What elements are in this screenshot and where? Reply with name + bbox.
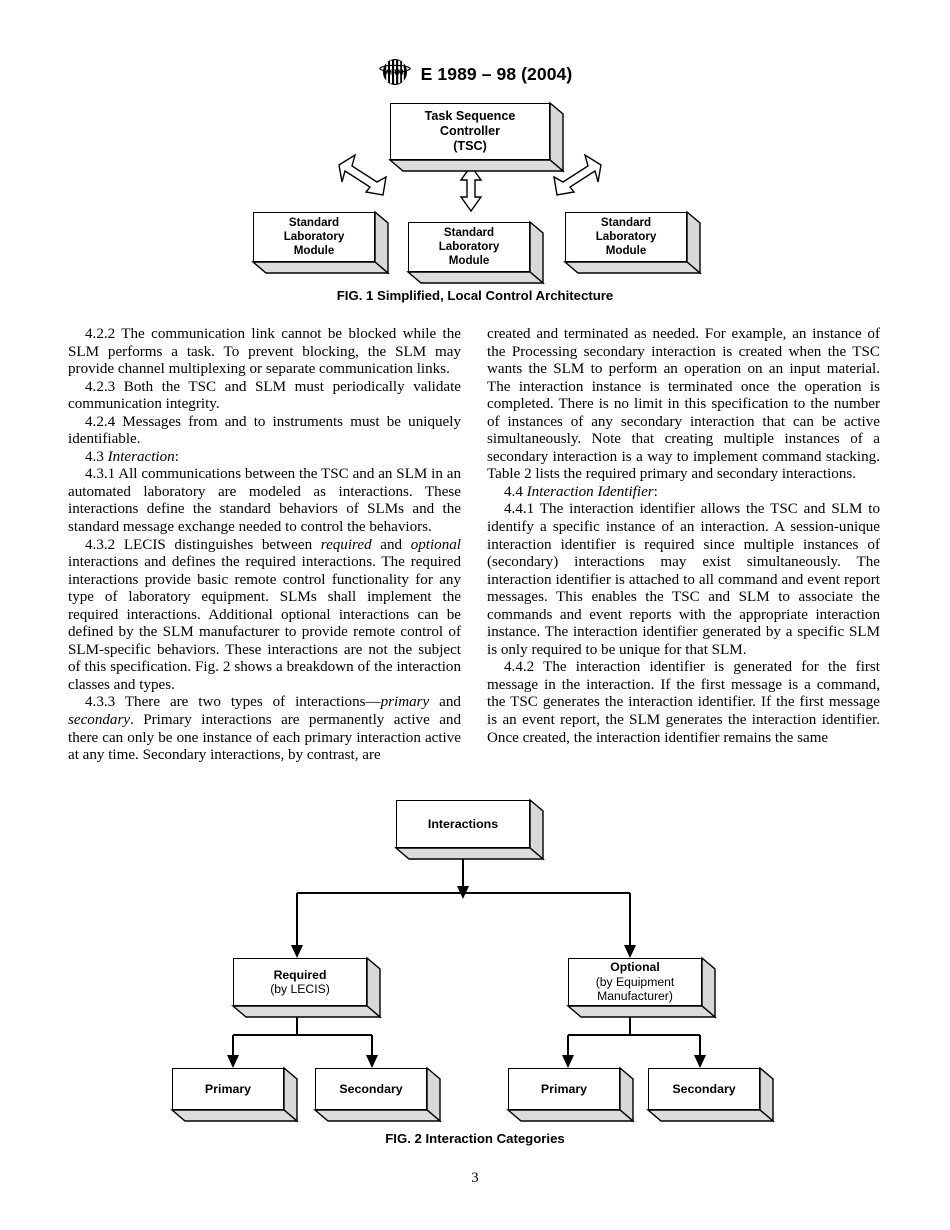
box-required-secondary-face: Secondary xyxy=(315,1068,427,1110)
box-required-face: Required (by LECIS) xyxy=(233,958,367,1006)
paragraph-4-4-heading: 4.4 Interaction Identifier: xyxy=(487,484,880,502)
box-required-sublabel: (by LECIS) xyxy=(270,982,330,996)
paragraph-4-3-3-part-c: . Primary interactions are permanently a… xyxy=(68,712,461,764)
box-optional-primary-label: Primary xyxy=(540,1081,588,1096)
arrow-tsc-to-left-slm xyxy=(338,153,387,196)
section-4-4-number: 4.4 xyxy=(504,483,527,500)
box-interactions-face: Interactions xyxy=(396,800,530,848)
box-slm-left-line-1: Standard xyxy=(288,216,340,230)
box-slm-right-line-1: Standard xyxy=(600,216,652,230)
box-required-3d-shading xyxy=(231,956,382,1019)
box-required: Required (by LECIS) xyxy=(231,956,382,1019)
box-slm-center-face: Standard Laboratory Module xyxy=(408,222,530,272)
box-optional-secondary: Secondary xyxy=(646,1066,775,1123)
box-optional-3d-shading xyxy=(566,956,717,1019)
box-interactions: Interactions xyxy=(394,798,545,861)
paragraph-4-2-2: 4.2.2 The communication link cannot be b… xyxy=(68,326,461,378)
box-optional-label: Optional xyxy=(610,960,660,975)
box-slm-center: Standard Laboratory Module xyxy=(406,220,545,285)
paragraph-4-3-3-italic-secondary: secondary xyxy=(68,712,131,729)
paragraph-4-3-3-italic-primary: primary xyxy=(380,694,430,711)
section-4-4-colon: : xyxy=(653,483,658,500)
box-slm-left-3d-shading xyxy=(251,210,390,275)
box-tsc-line-3: (TSC) xyxy=(453,138,487,153)
box-tsc-3d-shading xyxy=(388,101,565,173)
box-slm-left-face: Standard Laboratory Module xyxy=(253,212,375,262)
box-required-label: Required xyxy=(273,967,327,982)
box-required-primary-3d-shading xyxy=(170,1066,299,1123)
box-slm-center-line-3: Module xyxy=(448,253,490,267)
box-optional-primary-3d-shading xyxy=(506,1066,635,1123)
figure-1-connectors xyxy=(338,153,602,213)
box-optional-secondary-face: Secondary xyxy=(648,1068,760,1110)
box-optional-secondary-label: Secondary xyxy=(672,1081,736,1096)
paragraph-continued: created and terminated as needed. For ex… xyxy=(487,326,880,483)
box-interactions-label: Interactions xyxy=(427,816,499,831)
body-text-right-column: created and terminated as needed. For ex… xyxy=(487,326,880,747)
document-designation: E 1989 – 98 (2004) xyxy=(420,64,573,84)
box-optional-face: Optional (by Equipment Manufacturer) xyxy=(568,958,702,1006)
paragraph-4-3-3-part-a: 4.3.3 There are two types of interaction… xyxy=(85,694,381,711)
paragraph-4-3-2-italic-optional: optional xyxy=(410,536,462,553)
page-header: A S T M E 1989 – 98 (2004) xyxy=(0,57,950,92)
box-slm-right-line-2: Laboratory xyxy=(595,230,657,244)
box-slm-right-face: Standard Laboratory Module xyxy=(565,212,687,262)
box-required-primary-label: Primary xyxy=(204,1081,252,1096)
arrow-tsc-to-center-slm xyxy=(459,164,483,213)
section-4-3-colon: : xyxy=(174,448,179,465)
box-slm-right-line-3: Module xyxy=(605,243,647,257)
figure-1-caption: FIG. 1 Simplified, Local Control Archite… xyxy=(336,288,614,303)
page-number: 3 xyxy=(471,1170,479,1186)
arrow-tsc-to-right-slm xyxy=(553,153,602,196)
paragraph-4-3-heading: 4.3 Interaction: xyxy=(68,449,461,467)
paragraph-4-3-2-italic-required: required xyxy=(320,536,372,553)
section-4-4-title: Interaction Identifier xyxy=(526,483,654,500)
box-optional-sublabel: (by Equipment Manufacturer) xyxy=(595,974,675,1004)
box-tsc-line-2: Controller xyxy=(439,124,501,139)
figure-2-caption: FIG. 2 Interaction Categories xyxy=(385,1131,565,1146)
box-slm-left-line-2: Laboratory xyxy=(283,230,345,244)
body-text-left-column: 4.2.2 The communication link cannot be b… xyxy=(68,326,461,765)
paragraph-4-3-2: 4.3.2 LECIS distinguishes between requir… xyxy=(68,537,461,695)
box-required-primary-face: Primary xyxy=(172,1068,284,1110)
paragraph-4-4-1: 4.4.1 The interaction identifier allows … xyxy=(487,501,880,658)
paragraph-4-2-4: 4.2.4 Messages from and to instruments m… xyxy=(68,413,461,448)
box-optional-primary-face: Primary xyxy=(508,1068,620,1110)
box-slm-center-3d-shading xyxy=(406,220,545,285)
paragraph-4-3-2-part-c: interactions and defines the required in… xyxy=(68,554,461,693)
section-4-3-number: 4.3 xyxy=(85,448,108,465)
paragraph-4-3-1: 4.3.1 All communications between the TSC… xyxy=(68,466,461,536)
box-slm-right: Standard Laboratory Module xyxy=(563,210,702,275)
box-required-primary: Primary xyxy=(170,1066,299,1123)
box-slm-left-line-3: Module xyxy=(293,243,335,257)
figure-2-connectors xyxy=(227,848,706,1068)
box-interactions-3d-shading xyxy=(394,798,545,861)
paragraph-4-3-3-part-b: and xyxy=(429,694,461,711)
box-tsc-line-1: Task Sequence xyxy=(424,109,516,124)
box-slm-right-3d-shading xyxy=(563,210,702,275)
box-required-secondary-3d-shading xyxy=(313,1066,442,1123)
box-task-sequence-controller: Task Sequence Controller (TSC) xyxy=(388,101,565,173)
box-required-secondary: Secondary xyxy=(313,1066,442,1123)
box-slm-left: Standard Laboratory Module xyxy=(251,210,390,275)
paragraph-4-4-2: 4.4.2 The interaction identifier is gene… xyxy=(487,659,880,746)
astm-logo-icon: A S T M xyxy=(378,57,412,92)
paragraph-4-3-2-part-b: and xyxy=(371,536,411,553)
figure-2-arrowheads xyxy=(227,886,706,1068)
box-optional: Optional (by Equipment Manufacturer) xyxy=(566,956,717,1019)
box-tsc-face: Task Sequence Controller (TSC) xyxy=(390,103,550,160)
box-optional-secondary-3d-shading xyxy=(646,1066,775,1123)
paragraph-4-3-3: 4.3.3 There are two types of interaction… xyxy=(68,694,461,764)
box-required-secondary-label: Secondary xyxy=(339,1081,403,1096)
paragraph-4-3-2-part-a: 4.3.2 LECIS distinguishes between xyxy=(85,536,321,553)
box-slm-center-line-2: Laboratory xyxy=(438,240,500,254)
section-4-3-title: Interaction xyxy=(107,448,175,465)
box-slm-center-line-1: Standard xyxy=(443,226,495,240)
box-optional-primary: Primary xyxy=(506,1066,635,1123)
paragraph-4-2-3: 4.2.3 Both the TSC and SLM must periodic… xyxy=(68,378,461,413)
